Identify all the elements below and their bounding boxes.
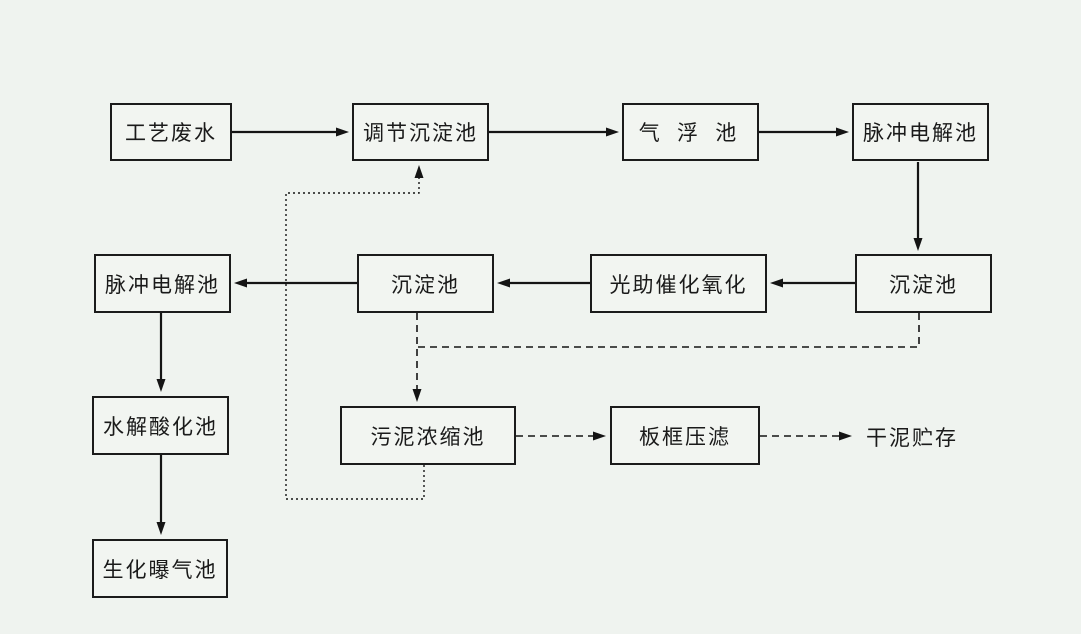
- node-label: 沉淀池: [889, 272, 958, 297]
- arrowhead-icon: [913, 238, 923, 251]
- arrowhead-icon: [770, 278, 783, 288]
- node-dry-mud-storage: 干泥贮存: [858, 423, 966, 451]
- arrowhead-icon: [593, 431, 606, 441]
- arrowhead-icon: [497, 278, 510, 288]
- node-biochemical-aeration: 生化曝气池: [92, 539, 228, 598]
- arrowhead-icon: [156, 379, 166, 392]
- arrowhead-icon: [234, 278, 247, 288]
- node-photo-catalytic-oxidation: 光助催化氧化: [590, 254, 767, 313]
- arrowhead-icon: [156, 522, 166, 535]
- node-label: 沉淀池: [391, 272, 460, 297]
- arrowhead-icon: [414, 165, 424, 178]
- node-pulse-electrolysis-left: 脉冲电解池: [94, 254, 231, 313]
- node-label: 调节沉淀池: [363, 121, 478, 145]
- node-sedimentation-mid: 沉淀池: [357, 254, 494, 313]
- node-sludge-thickening: 污泥浓缩池: [340, 406, 516, 465]
- node-label: 干泥贮存: [866, 426, 958, 450]
- node-sedimentation-right: 沉淀池: [855, 254, 992, 313]
- node-label: 工艺废水: [125, 121, 217, 145]
- arrowhead-icon: [606, 127, 619, 137]
- node-label: 生化曝气池: [102, 557, 218, 582]
- node-hydrolysis-acidification: 水解酸化池: [92, 396, 229, 455]
- edge-sedimentation_right-to-sludge_thickening: [417, 313, 920, 348]
- arrowhead-icon: [336, 127, 349, 137]
- node-process-wastewater: 工艺废水: [110, 103, 232, 161]
- arrowhead-icon: [836, 127, 849, 137]
- arrowhead-icon: [839, 431, 852, 441]
- node-label: 水解酸化池: [103, 414, 218, 439]
- node-air-flotation: 气 浮 池: [622, 103, 759, 161]
- node-pulse-electrolysis-top: 脉冲电解池: [852, 103, 989, 161]
- node-label: 光助催化氧化: [609, 272, 748, 297]
- node-label: 脉冲电解池: [105, 272, 220, 297]
- node-regulating-sedimentation: 调节沉淀池: [352, 103, 489, 161]
- node-label: 污泥浓缩池: [370, 424, 486, 449]
- node-plate-frame-filter: 板框压滤: [610, 406, 760, 465]
- node-label: 气 浮 池: [638, 121, 743, 145]
- node-label: 板框压滤: [639, 424, 731, 449]
- node-label: 脉冲电解池: [863, 121, 978, 145]
- arrowhead-icon: [412, 389, 422, 402]
